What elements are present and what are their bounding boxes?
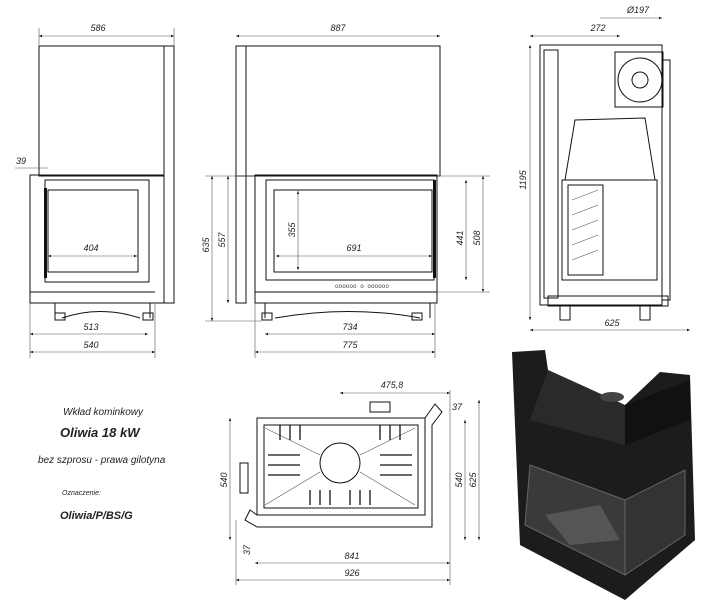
dim-side-total-height: 635 <box>201 237 211 253</box>
svg-text:oooooo o oooooo: oooooo o oooooo <box>335 283 389 290</box>
dim-top-width-inner: 841 <box>344 551 359 561</box>
info-designation-label: Oznaczenie: <box>62 490 101 497</box>
dim-side-door-inner-height: 441 <box>455 230 465 245</box>
dim-rear-flue-offset: 272 <box>589 23 605 33</box>
dim-front-width-top: 586 <box>90 23 105 33</box>
dim-front-offset: 39 <box>16 156 26 166</box>
side-view: oooooo o oooooo 887 635 557 355 691 441 … <box>201 23 490 358</box>
info-designation: Oliwia/P/BS/G <box>60 510 133 522</box>
rear-view: 272 Ø197 1195 625 <box>518 5 690 332</box>
dim-top-depth-left: 540 <box>219 472 229 487</box>
dim-front-body-width: 540 <box>83 340 98 350</box>
dim-top-depth-right: 625 <box>468 472 478 488</box>
front-view: 586 39 404 513 540 <box>15 23 175 358</box>
dim-top-corner-top: 37 <box>452 402 463 412</box>
dim-top-flue-offset: 475,8 <box>381 380 404 390</box>
dim-top-depth-right-inner: 540 <box>454 472 464 487</box>
dim-side-body-width: 775 <box>342 340 358 350</box>
dim-rear-flue-diameter: Ø197 <box>626 5 650 15</box>
dim-top-width-total: 926 <box>344 568 359 578</box>
dim-side-door-height: 508 <box>472 230 482 245</box>
dim-side-glass-width: 691 <box>346 243 361 253</box>
dim-front-glass-width: 404 <box>83 243 98 253</box>
dim-front-leg-span: 513 <box>83 322 98 332</box>
dim-side-body-height: 557 <box>217 232 227 248</box>
fireplace-3d-render <box>512 350 695 600</box>
dim-rear-total-height: 1195 <box>518 169 528 189</box>
dim-side-leg-span: 734 <box>342 322 357 332</box>
dim-top-corner-bottom: 37 <box>242 544 252 555</box>
dim-side-width-top: 887 <box>330 23 346 33</box>
dim-rear-depth: 625 <box>604 318 620 328</box>
info-variant: bez szprosu - prawa gilotyna <box>38 455 166 466</box>
info-title: Wkład kominkowy <box>63 407 144 418</box>
info-model: Oliwia 18 kW <box>60 425 140 440</box>
dim-side-glass-height: 355 <box>287 222 297 238</box>
top-view: 475,8 37 540 540 625 37 841 926 <box>219 380 481 585</box>
